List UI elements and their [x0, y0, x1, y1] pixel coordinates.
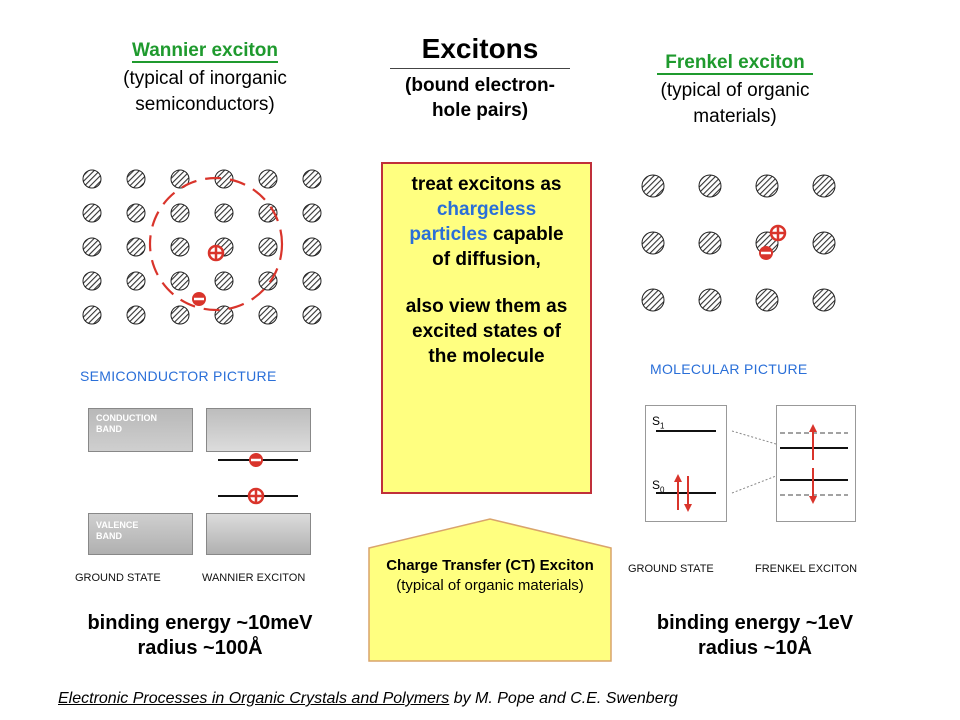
- lattice-atom: [82, 237, 102, 257]
- conduction-band-ground: CONDUCTION BAND: [88, 408, 193, 452]
- citation: Electronic Processes in Organic Crystals…: [58, 690, 678, 708]
- frenkel-desc: (typical of organic materials): [660, 80, 810, 127]
- lattice-atom: [641, 174, 665, 198]
- lattice-atom: [170, 203, 190, 223]
- electron-icon: [192, 292, 206, 306]
- lattice-atom: [755, 174, 779, 198]
- lattice-atom: [170, 271, 190, 291]
- wannier-title: Wannier exciton: [131, 40, 279, 63]
- ct-exciton-title: Charge Transfer (CT) Exciton: [386, 557, 594, 574]
- ground-state-molecule: [645, 405, 727, 522]
- lattice-atom: [302, 169, 322, 189]
- citation-authors: by M. Pope and C.E. Swenberg: [449, 690, 678, 707]
- lattice-atom: [812, 231, 836, 255]
- page-subtitle: (bound electron-hole pairs): [405, 75, 555, 121]
- ct-exciton-desc: (typical of organic materials): [396, 577, 584, 594]
- frenkel-ground-state-label: GROUND STATE: [628, 563, 714, 575]
- center-header: Excitons (bound electron-hole pairs): [380, 33, 580, 123]
- lattice-atom: [214, 305, 234, 325]
- wannier-properties: binding energy ~10meV radius ~100Å: [55, 611, 345, 661]
- conduction-band-label: CONDUCTION BAND: [96, 413, 157, 434]
- lattice-atom: [170, 237, 190, 257]
- lattice-atom: [302, 237, 322, 257]
- wannier-exciton-label: WANNIER EXCITON: [202, 572, 306, 584]
- frenkel-binding-energy: binding energy ~1eV: [656, 612, 854, 634]
- wannier-header: Wannier exciton (typical of inorganic se…: [60, 40, 350, 118]
- wannier-binding-energy: binding energy ~10meV: [87, 612, 313, 634]
- lattice-atom: [302, 271, 322, 291]
- valence-band-ground: VALENCE BAND: [88, 513, 193, 555]
- excited-state-molecule: [776, 405, 856, 522]
- lattice-atom: [755, 288, 779, 312]
- electron-icon: [759, 246, 773, 260]
- exciton-radius-circle: [148, 176, 284, 312]
- lattice-atom: [641, 288, 665, 312]
- lattice-atom: [126, 271, 146, 291]
- conduction-band-excited: [206, 408, 311, 452]
- frenkel-properties: binding energy ~1eV radius ~10Å: [625, 611, 885, 661]
- lattice-atom: [258, 169, 278, 189]
- ct-exciton-shape: [368, 518, 612, 662]
- lattice-atom: [170, 169, 190, 189]
- description-line3: also view them as excited states of the …: [405, 296, 568, 367]
- lattice-atom: [126, 237, 146, 257]
- semiconductor-picture-label: SEMICONDUCTOR PICTURE: [80, 368, 277, 384]
- frenkel-exciton-label: FRENKEL EXCITON: [755, 563, 858, 575]
- description-highlight: chargeless particles: [409, 199, 537, 245]
- ct-exciton-text: Charge Transfer (CT) Exciton (typical of…: [370, 555, 610, 596]
- lattice-atom: [302, 305, 322, 325]
- molecular-picture-label: MOLECULAR PICTURE: [650, 361, 808, 377]
- wannier-radius: radius ~100Å: [137, 637, 263, 659]
- page-title: Excitons: [390, 33, 570, 69]
- hole-icon: [769, 224, 787, 242]
- electron-icon: [249, 453, 263, 467]
- lattice-atom: [641, 231, 665, 255]
- s1-label: S1: [652, 414, 665, 431]
- hole-icon: [207, 244, 225, 262]
- lattice-atom: [82, 305, 102, 325]
- lattice-atom: [812, 174, 836, 198]
- frenkel-header: Frenkel exciton (typical of organic mate…: [620, 52, 850, 130]
- lattice-atom: [82, 169, 102, 189]
- wannier-ground-state-label: GROUND STATE: [75, 572, 161, 584]
- frenkel-radius: radius ~10Å: [698, 637, 812, 659]
- lattice-atom: [126, 305, 146, 325]
- lattice-atom: [698, 288, 722, 312]
- description-line2: capable of diffusion,: [432, 224, 564, 270]
- frenkel-title: Frenkel exciton: [657, 52, 813, 75]
- exciton-description-box: treat excitons as chargeless particles c…: [381, 162, 592, 494]
- lattice-atom: [812, 288, 836, 312]
- lattice-atom: [302, 203, 322, 223]
- lattice-atom: [82, 271, 102, 291]
- lattice-atom: [126, 203, 146, 223]
- valence-band-excited: [206, 513, 311, 555]
- hole-icon: [247, 487, 265, 505]
- lattice-atom: [170, 305, 190, 325]
- lattice-atom: [214, 203, 234, 223]
- s0-label: S0: [652, 478, 665, 495]
- valence-band-label: VALENCE BAND: [96, 520, 139, 541]
- lattice-atom: [258, 237, 278, 257]
- wannier-lattice: [82, 169, 322, 325]
- frenkel-lattice: [641, 174, 836, 312]
- molecular-levels: [656, 424, 848, 512]
- description-line1: treat excitons as: [411, 174, 562, 195]
- lattice-atom: [258, 305, 278, 325]
- lattice-atom: [698, 174, 722, 198]
- lattice-atom: [82, 203, 102, 223]
- citation-book: Electronic Processes in Organic Crystals…: [58, 690, 450, 707]
- lattice-atom: [214, 271, 234, 291]
- lattice-atom: [698, 231, 722, 255]
- wannier-desc: (typical of inorganic semiconductors): [123, 68, 287, 115]
- wannier-levels: [218, 453, 298, 505]
- lattice-atom: [126, 169, 146, 189]
